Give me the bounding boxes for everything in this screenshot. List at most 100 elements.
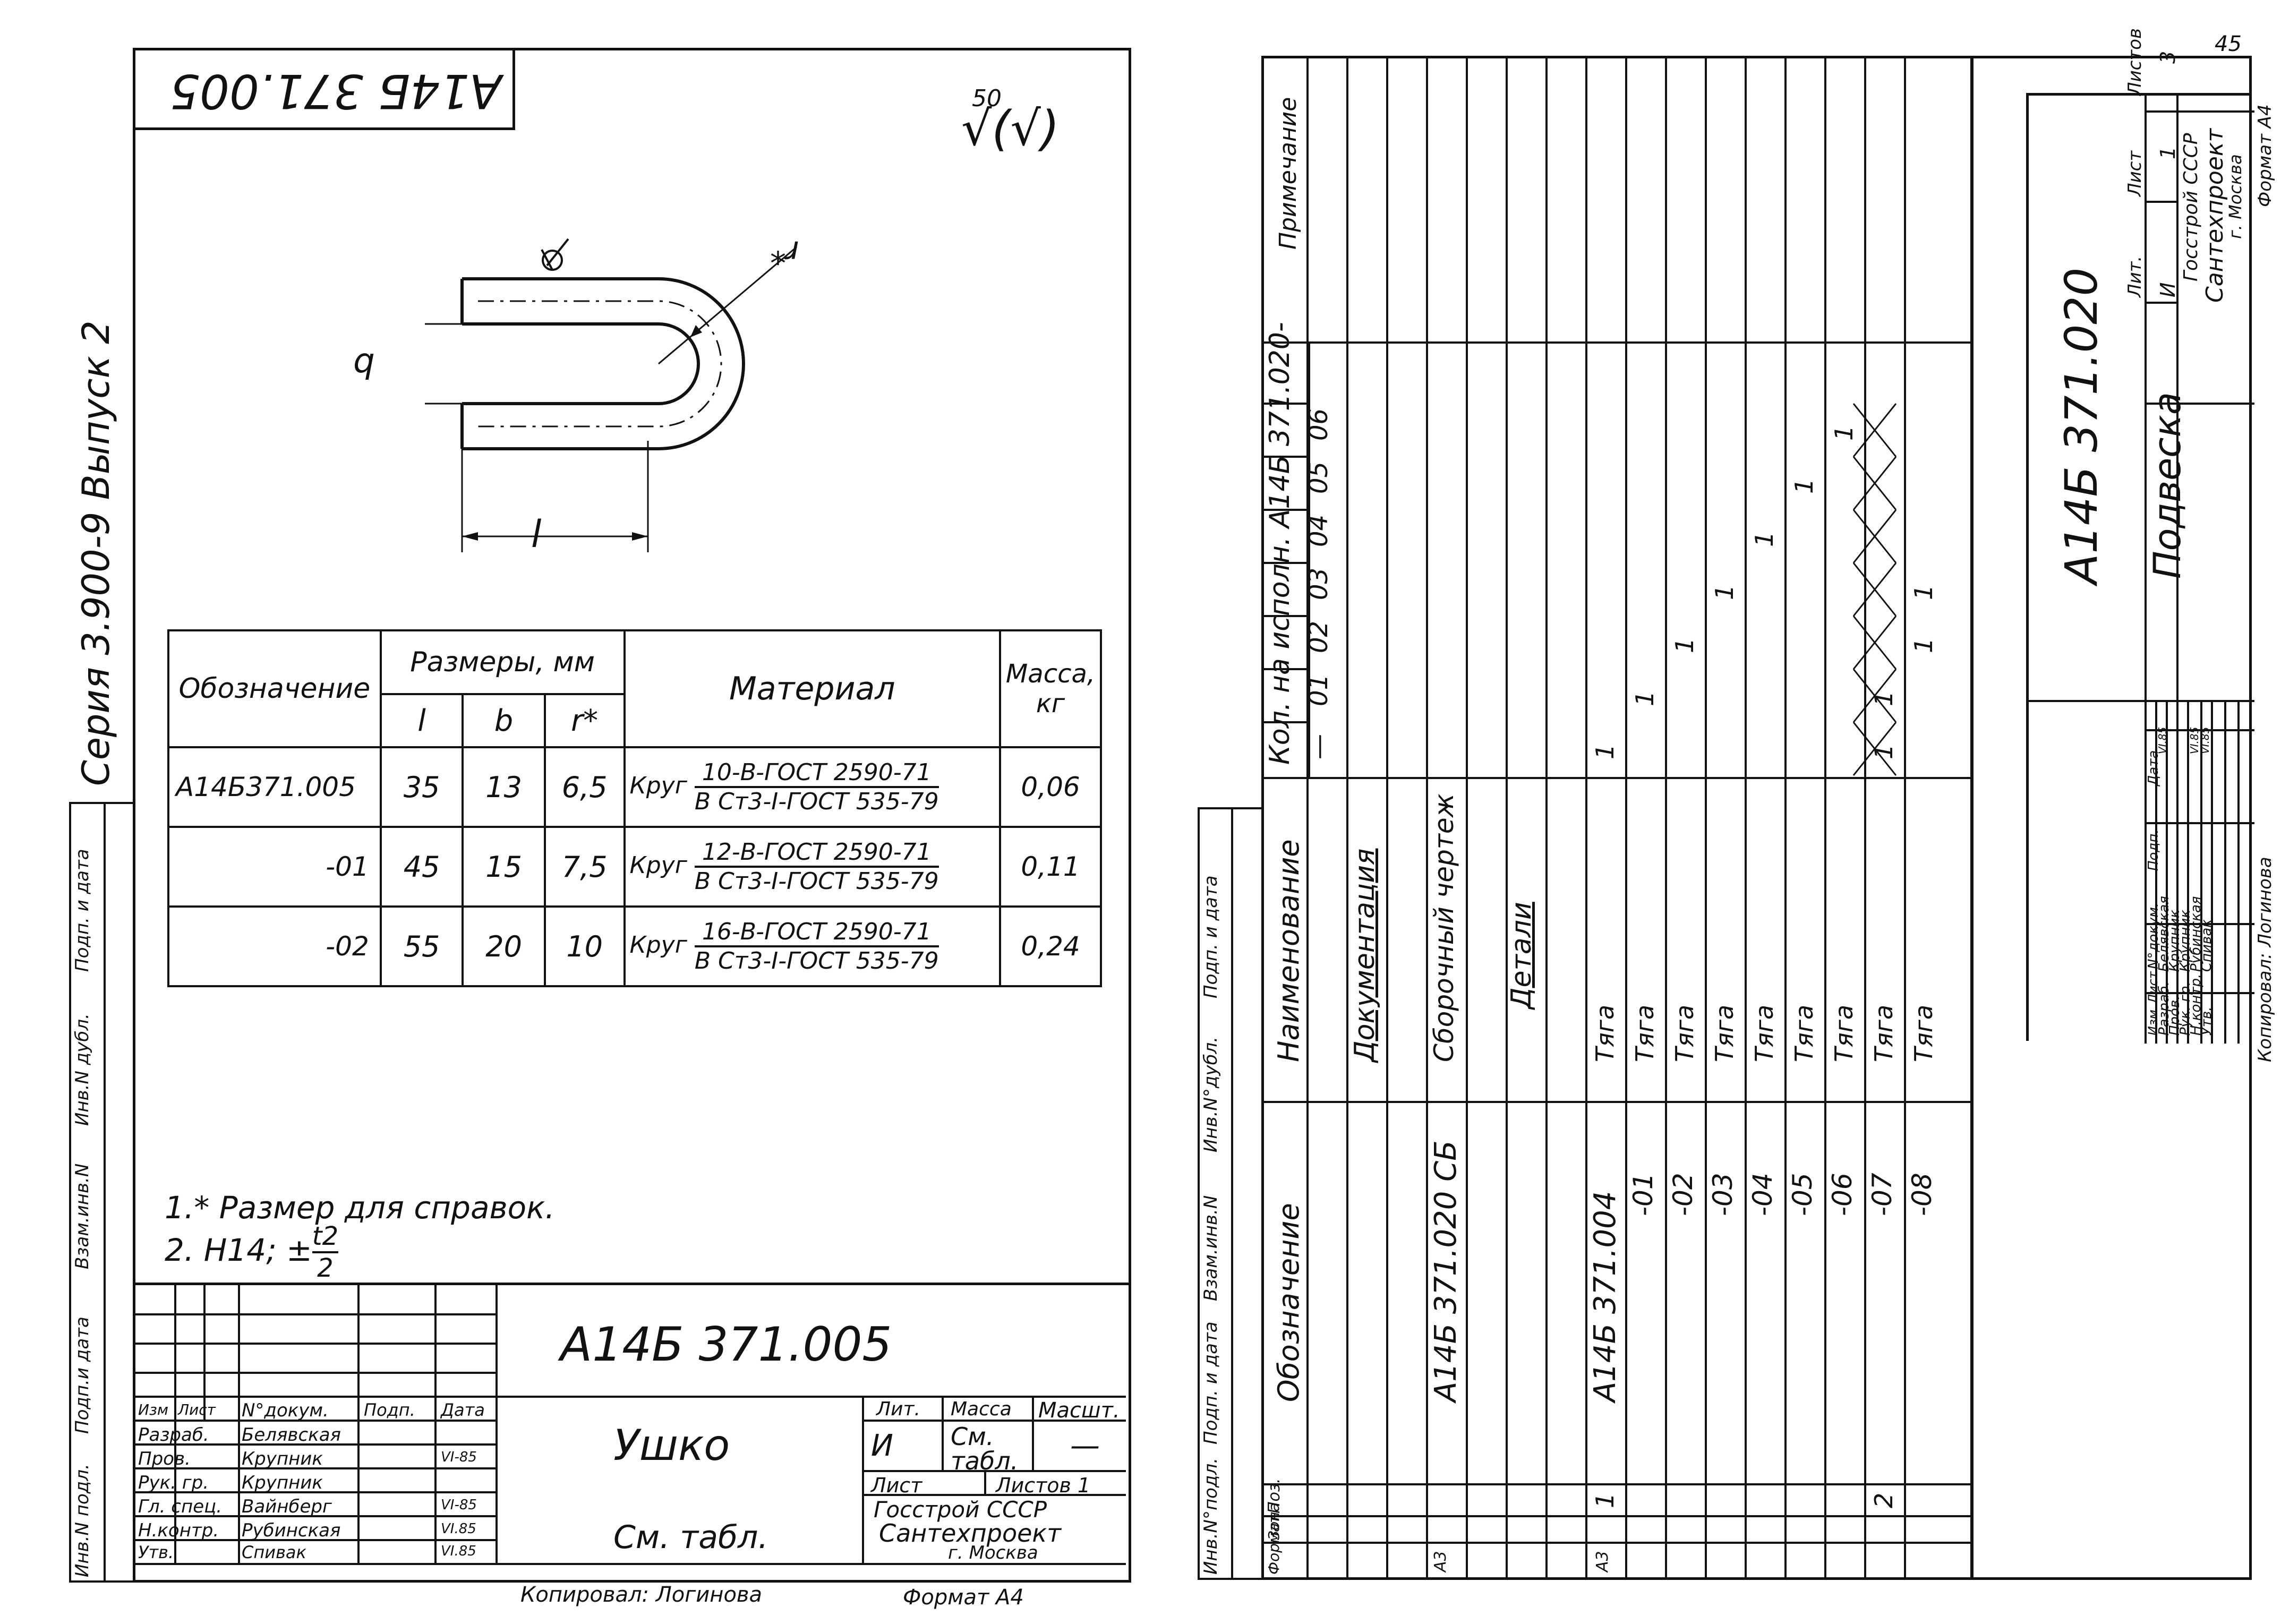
left-side-column (69, 802, 135, 1583)
cell-designation: А14Б371.005 (167, 746, 382, 828)
material-top: 16-B-ГОСТ 2590-71 (694, 918, 939, 947)
row-des-6: -03 (1707, 1173, 1738, 1216)
row-qty-9: 1 (1830, 425, 1858, 441)
roughness-value: 50 (972, 85, 1002, 112)
right-copied: Копировал: Логинова (2254, 857, 2276, 1062)
left-date-4: VI-85 (441, 1497, 477, 1513)
row-name-11: Тяга (1909, 1004, 1938, 1062)
left-person-3: Крупник (242, 1472, 323, 1493)
left-title-head-date: Дата (441, 1400, 485, 1420)
right-title-block (2026, 93, 2254, 1044)
right-format: Формат А4 (2254, 104, 2276, 207)
left-lit-value: И (871, 1429, 893, 1463)
cell-material: Круг 16-B-ГОСТ 2590-71 B Ст3-I-ГОСТ 535-… (623, 905, 1002, 987)
side-label-3: Взам.инв.N (72, 1163, 93, 1269)
row-des-11: -08 (1907, 1173, 1937, 1216)
left-person-1: Белявская (242, 1424, 341, 1446)
row-qty-7: 1 (1750, 531, 1779, 547)
row-des-10: -07 (1867, 1173, 1898, 1216)
ushko-drawing (425, 238, 797, 552)
row-des-4: -01 (1628, 1173, 1659, 1216)
series-text: Серия 3.900-9 Выпуск 2 (74, 320, 118, 786)
th-b: b (462, 693, 546, 748)
side-label-1: Инв.N подл. (72, 1464, 93, 1577)
right-org-3: г. Москва (2225, 154, 2245, 239)
cell-b: 20 (462, 905, 546, 987)
cell-mass: 0,06 (999, 746, 1102, 828)
right-sheet-frame (1261, 56, 2252, 1580)
side-label-5: Подп. и дата (72, 849, 93, 972)
side-label-5: Подп. и дата (1200, 875, 1221, 998)
qty-head-3: 03 (1304, 567, 1334, 600)
cell-material: Круг 12-B-ГОСТ 2590-71 B Ст3-I-ГОСТ 535-… (623, 826, 1002, 908)
right-side-column (1198, 807, 1261, 1580)
top-stamp-code: А14Б 371.005 (170, 64, 502, 118)
spec-col-qty-title: Кол. на исполн. А14Б 371.020- (1264, 322, 1296, 765)
row-format-1: А3 (1431, 1551, 1450, 1572)
left-person-5: Рубинская (242, 1520, 341, 1541)
parts-table: Обозначение Размеры, мм Материал Масса, … (167, 629, 1102, 987)
right-org-1: Госстрой СССР (2180, 133, 2202, 281)
side-label-4: Инв.N дубл. (72, 1013, 93, 1126)
th-material: Материал (623, 629, 1002, 748)
row-name-0: Документация (1349, 848, 1381, 1062)
right-sheet-value: 1 (2156, 146, 2180, 159)
left-mass-label: Масса (951, 1398, 1012, 1420)
left-title-head-izm: Изм (138, 1401, 168, 1418)
th-designation: Обозначение (167, 629, 382, 748)
qty-head-1: 01 (1304, 673, 1334, 706)
cell-mass: 0,11 (999, 826, 1102, 908)
side-divider (104, 802, 106, 1583)
material-bottom: B Ст3-I-ГОСТ 535-79 (694, 947, 939, 975)
right-sheet-label: Лист (2124, 150, 2146, 196)
left-lit-label: Лит. (876, 1398, 920, 1420)
right-lit-label: Лит. (2124, 255, 2146, 297)
right-role-5: Утв. (2199, 1006, 2215, 1036)
row-des-5: -02 (1668, 1173, 1698, 1216)
cell-l: 35 (379, 746, 464, 828)
row-name-8: Тяга (1790, 1004, 1818, 1062)
left-date-2: VI-85 (441, 1449, 477, 1465)
left-org-1: Госстрой СССР (874, 1497, 1047, 1523)
cell-r: 6,5 (543, 746, 626, 828)
left-mass-value: См. табл. (951, 1422, 1019, 1475)
row-qty-11a: 1 (1909, 637, 1938, 653)
row-name-7: Тяга (1750, 1004, 1779, 1062)
material-prefix: Круг (629, 772, 687, 799)
th-l: l (379, 693, 464, 748)
left-scale-value: — (1070, 1429, 1100, 1463)
qty-head-4: 04 (1304, 514, 1334, 547)
left-title-code: А14Б 371.005 (560, 1317, 892, 1372)
left-person-2: Крупник (242, 1448, 323, 1469)
row-qty-3: 1 (1591, 743, 1619, 759)
th-mass: Масса, кг (999, 629, 1102, 748)
cell-b: 13 (462, 746, 546, 828)
spec-col-designation: Обозначение (1272, 1203, 1305, 1402)
left-copied: Копировал: Логинова (520, 1583, 762, 1607)
row-qty-10b: 1 (1869, 690, 1898, 706)
left-sheets-label: Листов 1 (996, 1474, 1091, 1497)
left-date-5: VI.85 (441, 1521, 476, 1537)
row-name-3: Тяга (1591, 1004, 1619, 1062)
qty-head-5: 05 (1304, 461, 1334, 494)
left-role-5: Н.контр. (138, 1520, 219, 1541)
side-label-2: Подп. и дата (1200, 1321, 1221, 1444)
left-org-3: г. Москва (948, 1542, 1038, 1563)
cell-designation: -02 (167, 905, 382, 987)
side-label-1: Инв.N°подл. (1200, 1457, 1221, 1575)
right-head-sign: Подп. (2146, 829, 2162, 871)
cell-mass: 0,24 (999, 905, 1102, 987)
spec-col-name: Наименование (1272, 839, 1305, 1062)
row-name-2: Детали (1506, 902, 1537, 1009)
right-date-5: VI.85 (2199, 726, 2211, 754)
spec-col-pos: Поз. (1265, 1478, 1284, 1514)
table-row: -02 55 20 10 Круг 16-B-ГОСТ 2590-71 B Ст… (167, 905, 1102, 987)
left-title-material: См. табл. (613, 1519, 768, 1556)
row-qty-11b: 1 (1909, 584, 1938, 600)
left-sheet-label: Лист (871, 1474, 922, 1497)
qty-head-2: 02 (1304, 620, 1334, 653)
note-2-prefix: 2. H14; ± (165, 1232, 312, 1269)
left-role-3: Рук. гр. (138, 1472, 209, 1493)
table-row: А14Б371.005 35 13 6,5 Круг 10-B-ГОСТ 259… (167, 746, 1102, 828)
cell-material: Круг 10-B-ГОСТ 2590-71 B Ст3-I-ГОСТ 535-… (623, 746, 1002, 828)
